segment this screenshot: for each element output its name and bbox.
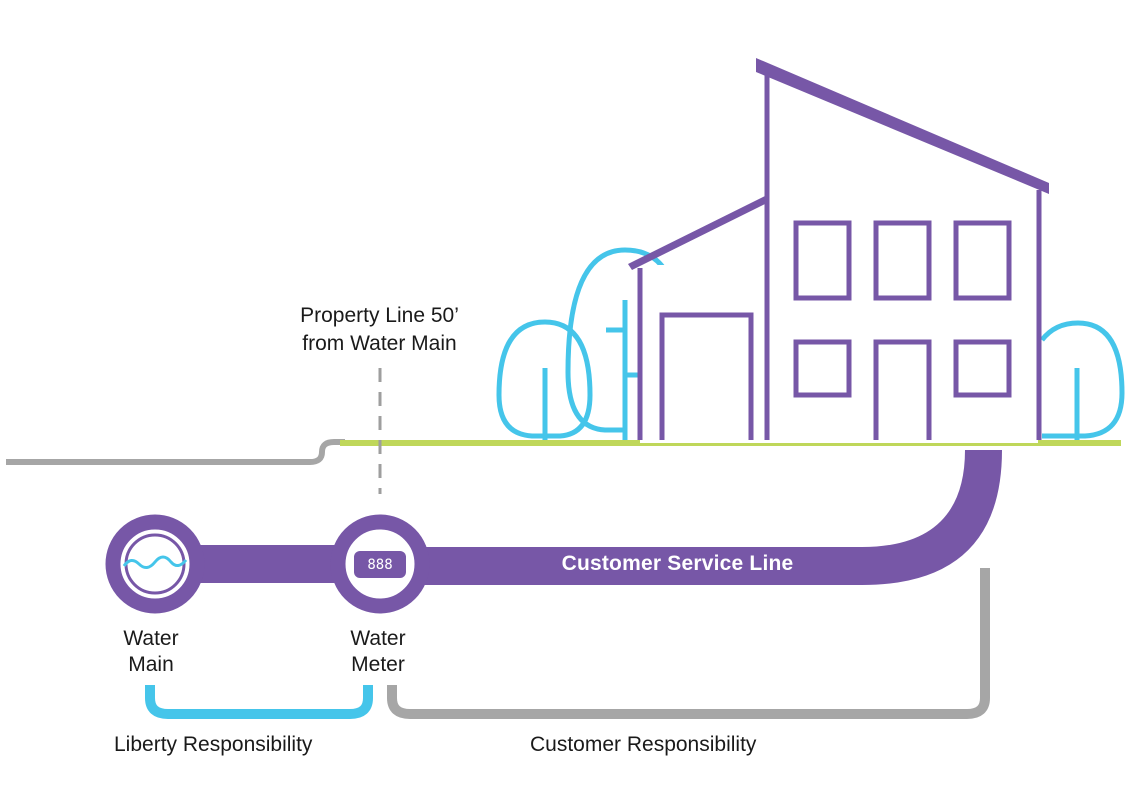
street-curb-line	[6, 439, 345, 465]
liberty-responsibility-label: Liberty Responsibility	[114, 733, 313, 756]
customer-responsibility-label: Customer Responsibility	[530, 733, 757, 756]
house-icon	[628, 58, 1049, 443]
property-line-label-line1: Property Line 50’	[300, 304, 459, 327]
water-meter-label-line1: Water	[350, 627, 406, 650]
service-line-label: Customer Service Line	[561, 552, 794, 575]
meter-display-text: 888	[367, 557, 392, 573]
customer-service-line	[180, 450, 1002, 585]
property-line-label-line2: from Water Main	[302, 332, 457, 355]
water-main-label-line1: Water	[123, 627, 179, 650]
water-wave-icon	[122, 555, 188, 569]
water-meter-label-line2: Meter	[351, 653, 405, 676]
customer-responsibility-bracket	[387, 568, 990, 719]
liberty-responsibility-bracket	[145, 685, 373, 719]
water-main-label: Water Main	[91, 626, 211, 678]
water-main-node	[105, 514, 205, 614]
meter-display-icon	[354, 551, 406, 578]
water-meter-node: 888	[330, 514, 430, 614]
tree-icon	[496, 319, 593, 440]
water-meter-label: Water Meter	[318, 626, 438, 678]
tree-icon	[1040, 320, 1125, 440]
property-line-label: Property Line 50’ from Water Main	[262, 302, 497, 358]
water-main-label-line2: Main	[128, 653, 174, 676]
